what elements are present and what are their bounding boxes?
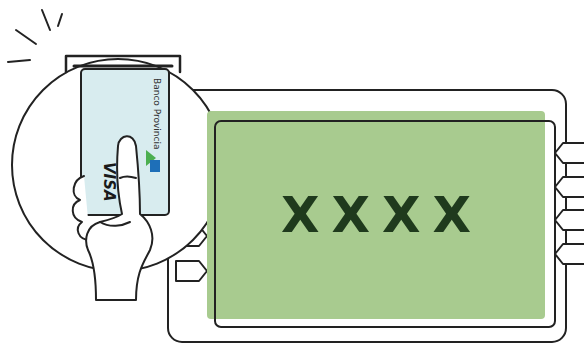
spark-line	[8, 60, 30, 62]
atm-button	[176, 261, 207, 281]
atm-button	[555, 143, 584, 163]
hand-detail	[120, 177, 136, 179]
hand-detail	[100, 222, 130, 226]
spark-line	[58, 14, 62, 26]
hand-thumb	[86, 136, 152, 300]
hand-fingers	[73, 176, 90, 240]
spark-line	[42, 10, 50, 30]
atm-button	[555, 210, 584, 230]
screen-outline	[215, 121, 555, 327]
atm-frame	[168, 90, 566, 342]
spark-line	[16, 30, 36, 44]
atm-button	[555, 177, 584, 197]
bank-name: Banco Provincia	[152, 78, 162, 149]
bank-logo	[150, 160, 160, 172]
atm-button	[555, 244, 584, 264]
card-brand: VISA	[100, 162, 118, 202]
pin-placeholder: XXXX	[269, 186, 483, 244]
atm-screen: XXXX	[207, 111, 545, 319]
